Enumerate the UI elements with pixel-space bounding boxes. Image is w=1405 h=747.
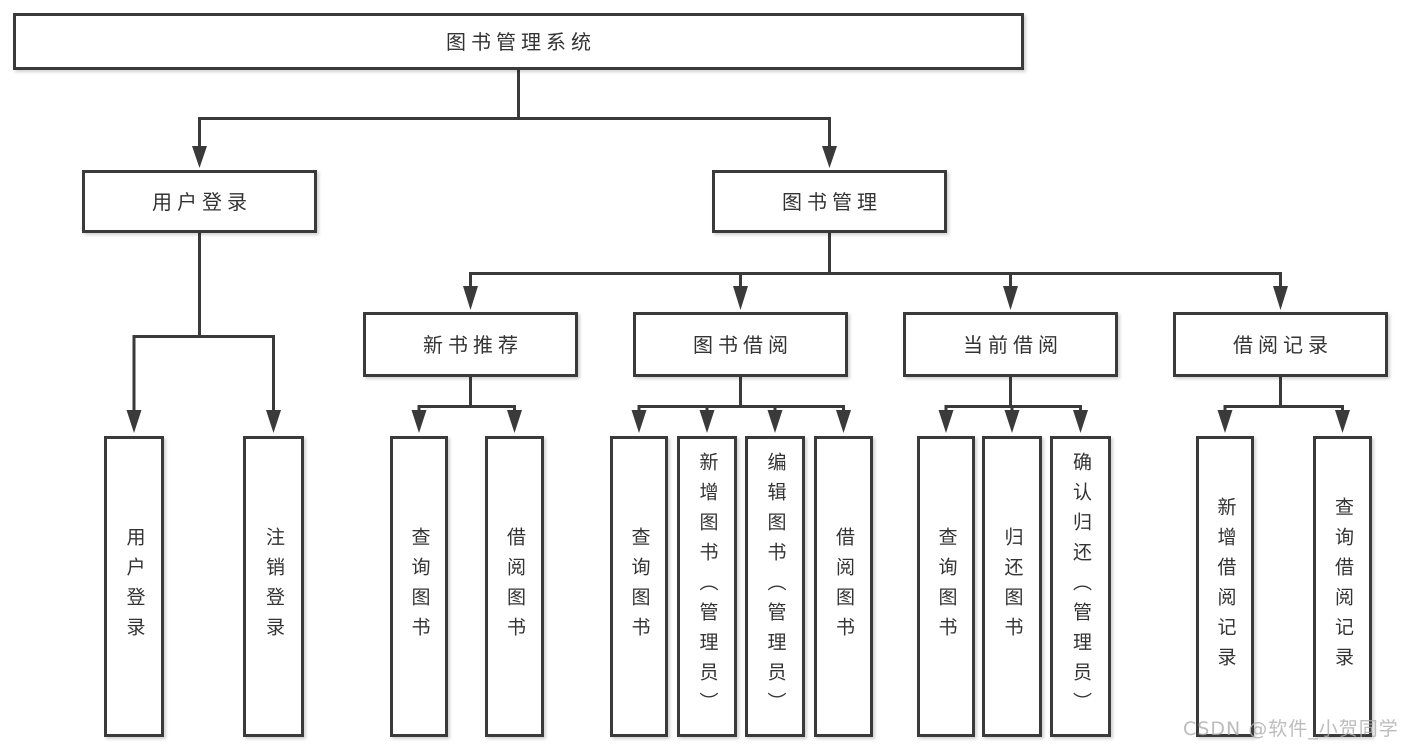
leaf-edit-book-admin: 编辑图书（管理员） [745,436,805,737]
leaf-confirm-return-admin: 确认归还（管理员） [1050,436,1111,737]
csdn-watermark: CSDN @软件_小贺同学 [1183,718,1399,740]
node-new-book-recommend: 新书推荐 [363,312,578,377]
leaf-user-login: 用户登录 [104,436,164,737]
leaf-add-book-admin: 新增图书（管理员） [677,436,737,737]
node-root: 图书管理系统 [13,13,1024,70]
node-root-label: 图书管理系统 [446,29,596,54]
leaf-logout: 注销登录 [243,436,304,737]
leaf-return-book: 归还图书 [982,436,1042,737]
leaf-query-book-borrow: 查询图书 [610,436,668,737]
node-book-management: 图书管理 [712,170,947,233]
leaf-query-borrow-record: 查询借阅记录 [1313,436,1372,737]
leaf-add-borrow-record: 新增借阅记录 [1196,436,1254,737]
node-book-borrow-label: 图书借阅 [693,332,793,357]
leaf-query-book-recommend: 查询图书 [390,436,448,737]
node-book-management-label: 图书管理 [782,189,882,214]
node-new-book-recommend-label: 新书推荐 [423,332,523,357]
node-current-borrow-label: 当前借阅 [963,332,1063,357]
node-current-borrow: 当前借阅 [903,312,1118,377]
node-book-borrow: 图书借阅 [633,312,848,377]
node-user-login-label: 用户登录 [152,189,252,214]
node-borrow-records: 借阅记录 [1173,312,1388,377]
leaf-query-book-current: 查询图书 [917,436,975,737]
leaf-borrow-book: 借阅图书 [814,436,873,737]
leaf-borrow-book-recommend: 借阅图书 [485,436,544,737]
node-borrow-records-label: 借阅记录 [1233,332,1333,357]
node-user-login: 用户登录 [82,170,317,233]
